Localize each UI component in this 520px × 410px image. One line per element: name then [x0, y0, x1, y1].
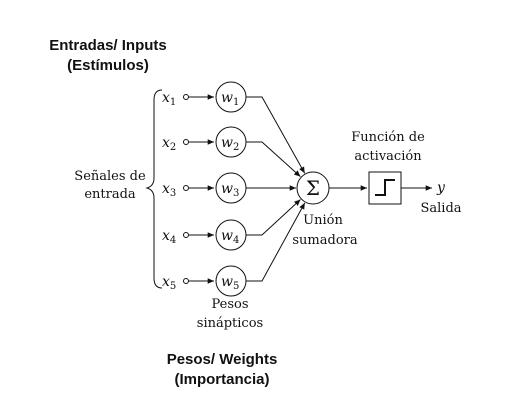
weight-label: w2: [221, 135, 239, 153]
signals-label: Señales de: [74, 169, 146, 184]
weight-symbol: w: [221, 181, 233, 197]
weight-to-sum-arrow: [246, 202, 306, 282]
weight-symbol: w: [221, 274, 233, 290]
input-label: x5: [162, 274, 176, 292]
weights-heading: Pesos/ Weights: [167, 351, 278, 368]
weight-to-sum-arrow: [246, 199, 301, 236]
sum-label: Unión: [303, 213, 343, 228]
input-index: 1: [170, 97, 176, 108]
input-label: x3: [162, 181, 176, 199]
input-index: 3: [170, 188, 176, 199]
input-label: x2: [162, 135, 176, 153]
input-symbol: x: [162, 90, 170, 106]
input-brace: [145, 89, 163, 289]
inputs-heading: Entradas/ Inputs: [49, 37, 167, 54]
input-index: 5: [170, 281, 176, 292]
weight-symbol: w: [221, 228, 233, 244]
input-symbol: x: [162, 135, 170, 151]
weight-index: 1: [233, 97, 239, 108]
input-index: 2: [170, 142, 176, 153]
input-terminal: [183, 94, 189, 100]
synaptic-weights-label: Pesos: [211, 297, 248, 312]
input-label: x1: [162, 90, 176, 108]
weight-index: 5: [233, 281, 239, 292]
sigma-symbol: Σ: [306, 176, 320, 200]
input-terminal: [183, 278, 189, 284]
weight-label: w5: [221, 274, 239, 292]
input-label: x4: [162, 228, 176, 246]
input-index: 4: [170, 235, 176, 246]
output-label: Salida: [420, 201, 461, 216]
weight-symbol: w: [221, 90, 233, 106]
input-symbol: x: [162, 181, 170, 197]
weights-subheading: (Importancia): [174, 371, 269, 388]
sum-label-2: sumadora: [292, 233, 357, 248]
weight-index: 3: [233, 188, 239, 199]
signals-label-2: entrada: [84, 187, 136, 202]
weight-index: 2: [233, 142, 239, 153]
input-terminal: [183, 232, 189, 238]
input-terminal: [183, 139, 189, 145]
weight-index: 4: [233, 235, 239, 246]
input-terminal: [183, 185, 189, 191]
step-function-icon: [375, 179, 395, 196]
output-symbol: y: [436, 180, 446, 196]
synaptic-weights-label-2: sinápticos: [197, 316, 263, 331]
weight-label: w1: [221, 90, 239, 108]
weight-symbol: w: [221, 135, 233, 151]
weight-label: w3: [221, 181, 239, 199]
activation-label-2: activación: [354, 149, 422, 164]
inputs-subheading: (Estímulos): [67, 57, 149, 74]
weight-to-sum-arrow: [246, 96, 306, 174]
weight-to-sum-arrow: [246, 141, 301, 177]
input-symbol: x: [162, 228, 170, 244]
weight-label: w4: [221, 228, 239, 246]
input-symbol: x: [162, 274, 170, 290]
activation-label: Función de: [351, 130, 425, 145]
